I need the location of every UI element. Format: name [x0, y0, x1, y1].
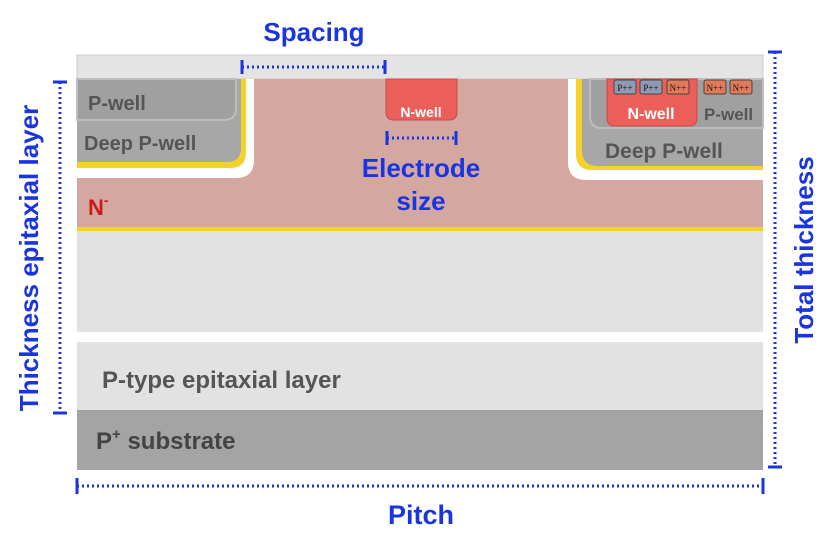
- surface-oxide: [76, 54, 764, 80]
- total-thickness-label: Total thickness: [789, 156, 819, 343]
- right-deep-p-well-label: Deep P-well: [605, 140, 723, 163]
- p-epi-label: P-type epitaxial layer: [102, 367, 341, 394]
- implant-n-plus-1-label: N++: [670, 83, 687, 93]
- implant-p-plus-2: [639, 79, 663, 95]
- spacing-label: Spacing: [263, 17, 364, 47]
- n-minus-superscript: -: [104, 192, 109, 208]
- implant-n-plus-2: [703, 79, 727, 95]
- substrate-plus: +: [112, 426, 121, 443]
- right-n-well-label: N-well: [627, 106, 674, 123]
- substrate-rest: substrate: [121, 428, 236, 455]
- electrode-size-label-line1: Electrode: [362, 153, 481, 183]
- p-plus-substrate: [77, 410, 763, 470]
- center-n-well-label: N-well: [400, 104, 441, 120]
- electrode-size-label-line2: size: [396, 186, 445, 216]
- center-n-well: [385, 78, 458, 121]
- n-minus-label: N-: [88, 192, 109, 220]
- substrate-p: P: [96, 428, 112, 455]
- left-deep-p-well-label: Deep P-well: [84, 133, 196, 155]
- n-minus-letter: N: [88, 195, 104, 220]
- implant-n-plus-1: [666, 79, 690, 95]
- thickness-epi-label: Thickness epitaxial layer: [14, 105, 44, 411]
- layer-separator: [77, 332, 763, 342]
- implant-p-plus-1-label: P++: [617, 83, 632, 93]
- left-p-well: [76, 78, 237, 121]
- implant-n-plus-3: [729, 79, 753, 95]
- implant-p-plus-1: [613, 79, 637, 95]
- implant-n-plus-3-label: N++: [733, 83, 750, 93]
- right-p-well-label: P-well: [704, 105, 753, 124]
- implant-n-plus-2-label: N++: [707, 83, 724, 93]
- implant-p-plus-2-label: P++: [643, 83, 658, 93]
- substrate-label: P+ substrate: [96, 426, 235, 455]
- pitch-label: Pitch: [388, 500, 454, 530]
- left-p-well-label: P-well: [88, 93, 146, 115]
